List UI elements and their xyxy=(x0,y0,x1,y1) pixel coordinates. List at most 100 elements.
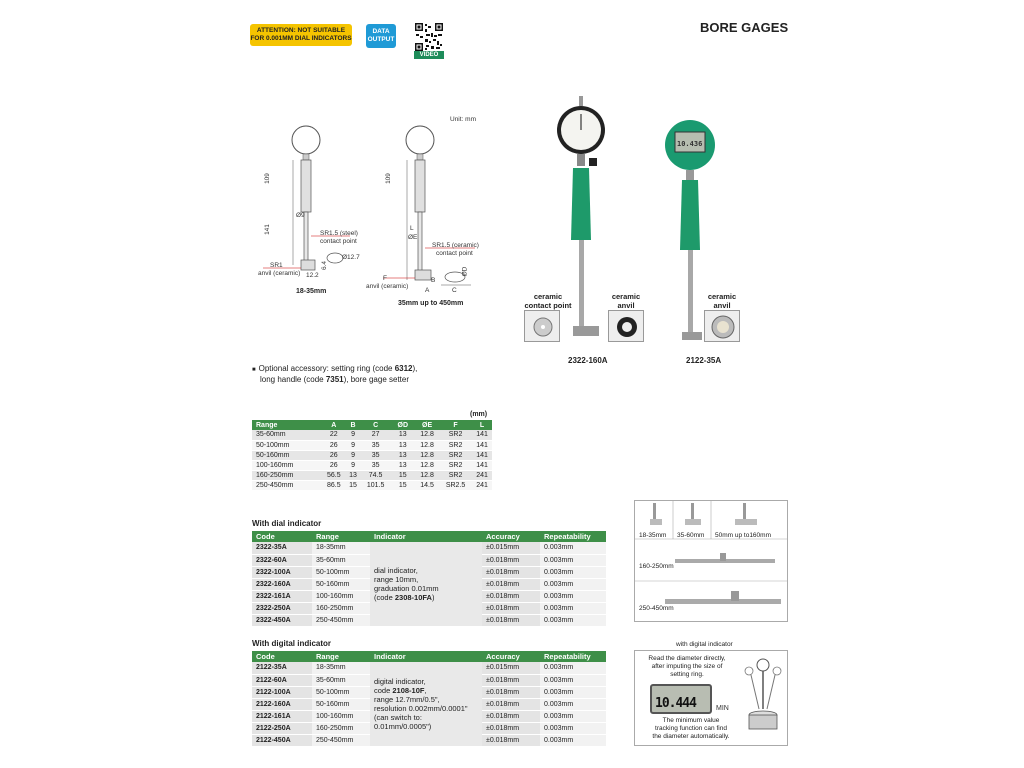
table-cell: 141 xyxy=(472,450,492,461)
table-cell: 160-250mm xyxy=(312,602,370,615)
table-cell: 160-250mm xyxy=(252,470,323,481)
range-label-250-450: 250-450mm xyxy=(639,605,674,612)
table-cell: 2122-100A xyxy=(252,686,312,699)
table-cell: 50-160mm xyxy=(312,578,370,591)
table-cell: 26 xyxy=(322,450,346,461)
table-cell: ±0.018mm xyxy=(482,698,540,711)
dims-header: ØD xyxy=(390,420,416,430)
accessory-line1-prefix: Optional accessory: setting ring (code xyxy=(258,364,395,373)
table-cell: 0.003mm xyxy=(540,734,606,747)
table-cell: 35 xyxy=(360,450,391,461)
dim-B: B xyxy=(431,277,436,284)
table-cell: ±0.018mm xyxy=(482,590,540,603)
table-cell: 141 xyxy=(472,460,492,471)
ceramic-anvil-label-1: ceramic anvil xyxy=(611,292,641,310)
table-cell: SR2.5 xyxy=(439,480,473,491)
ceramic-anvil-label-2: ceramic anvil xyxy=(707,292,737,310)
range-label-35-60: 35-60mm xyxy=(677,532,705,539)
table-cell: 13 xyxy=(390,450,416,461)
anvil-thumbnail-1 xyxy=(608,310,644,342)
table-cell: 0.003mm xyxy=(540,674,606,687)
dial-header: Code xyxy=(252,531,312,542)
table-cell: 100-160mm xyxy=(252,460,323,471)
caption-35-450mm: 35mm up to 450mm xyxy=(398,300,464,307)
table-cell: 26 xyxy=(322,440,346,451)
indicator-code: 2308-10FA xyxy=(394,592,432,602)
table-cell: ±0.018mm xyxy=(482,566,540,579)
bullet-icon: ■ xyxy=(252,367,256,373)
table-cell: 9 xyxy=(345,460,361,471)
indicator-line: range 10mm, xyxy=(374,574,419,584)
digital-indicator-table: Code Range Indicator Accuracy Repeatabil… xyxy=(252,651,606,747)
table-cell: 12.8 xyxy=(415,430,440,441)
dial-header: Repeatability xyxy=(540,531,606,542)
dial-header: Range xyxy=(312,531,370,542)
table-cell: 0.003mm xyxy=(540,578,606,591)
indicator-line: (code 2308-10FA) xyxy=(374,593,478,602)
table-cell: 12.8 xyxy=(415,460,440,471)
table-cell: 13 xyxy=(345,470,361,481)
indicator-description: digital indicator,code 2108-10F,range 12… xyxy=(370,662,482,747)
attention-badge: ATTENTION: NOT SUITABLE FOR 0.001MM DIAL… xyxy=(250,24,352,46)
table-cell: 86.5 xyxy=(322,480,346,491)
setting-ring-code: 6312 xyxy=(394,364,413,373)
dial-section-title: With dial indicator xyxy=(252,519,322,528)
table-cell: 9 xyxy=(345,430,361,441)
table-cell: 0.003mm xyxy=(540,686,606,699)
table-cell: 50-160mm xyxy=(312,698,370,711)
table-cell: ±0.018mm xyxy=(482,710,540,723)
dim-6-4: 6.4 xyxy=(321,260,329,271)
table-cell: 0.003mm xyxy=(540,662,606,675)
indicator-description: dial indicator,range 10mm,graduation 0.0… xyxy=(370,542,482,627)
table-cell: 0.003mm xyxy=(540,722,606,735)
digital-header: Code xyxy=(252,651,312,662)
dial-indicator-table: Code Range Indicator Accuracy Repeatabil… xyxy=(252,531,606,627)
dial-header: Indicator xyxy=(370,531,482,542)
table-cell: 50-100mm xyxy=(312,566,370,579)
min-tracking-line: tracking function can find xyxy=(655,725,727,732)
phi-12-7: Ø12.7 xyxy=(342,254,360,261)
table-cell: 2322-161A xyxy=(252,590,312,603)
table-cell: ±0.018mm xyxy=(482,578,540,591)
digital-reading: 10.436 xyxy=(677,140,703,148)
dims-header: ØE xyxy=(415,420,440,430)
table-cell: 18-35mm xyxy=(312,662,370,675)
digital-header: Indicator xyxy=(370,651,482,662)
qr-code-icon[interactable] xyxy=(414,22,444,52)
range-probes-illustration xyxy=(635,501,787,604)
table-cell: 9 xyxy=(345,440,361,451)
table-cell: 2322-160A xyxy=(252,578,312,591)
table-cell: 141 xyxy=(472,430,492,441)
dim-141-left: 141 xyxy=(263,224,271,235)
model-2322-160a: 2322-160A xyxy=(568,356,608,365)
dim-phiE: ØE xyxy=(408,234,418,241)
min-tracking-text: The minimum value tracking function can … xyxy=(641,717,741,741)
table-cell: 2122-250A xyxy=(252,722,312,735)
lcd-value: 10.444 xyxy=(655,696,697,711)
dims-header: A xyxy=(322,420,346,430)
table-cell: SR2 xyxy=(439,450,473,461)
dim-L: L xyxy=(410,225,414,232)
table-cell: 9 xyxy=(345,450,361,461)
table-cell: 13 xyxy=(390,460,416,471)
table-cell: SR2 xyxy=(439,460,473,471)
table-cell: 26 xyxy=(322,460,346,471)
table-cell: 12.8 xyxy=(415,470,440,481)
dim-A: A xyxy=(425,287,430,294)
indicator-line: code 2108-10F, xyxy=(374,686,478,695)
drawing-35-450mm xyxy=(383,125,475,286)
table-cell: SR2 xyxy=(439,440,473,451)
dim-109-left: 109 xyxy=(263,173,271,184)
table-cell: 141 xyxy=(472,440,492,451)
table-cell: 35-60mm xyxy=(252,430,323,441)
table-cell: 0.003mm xyxy=(540,554,606,567)
